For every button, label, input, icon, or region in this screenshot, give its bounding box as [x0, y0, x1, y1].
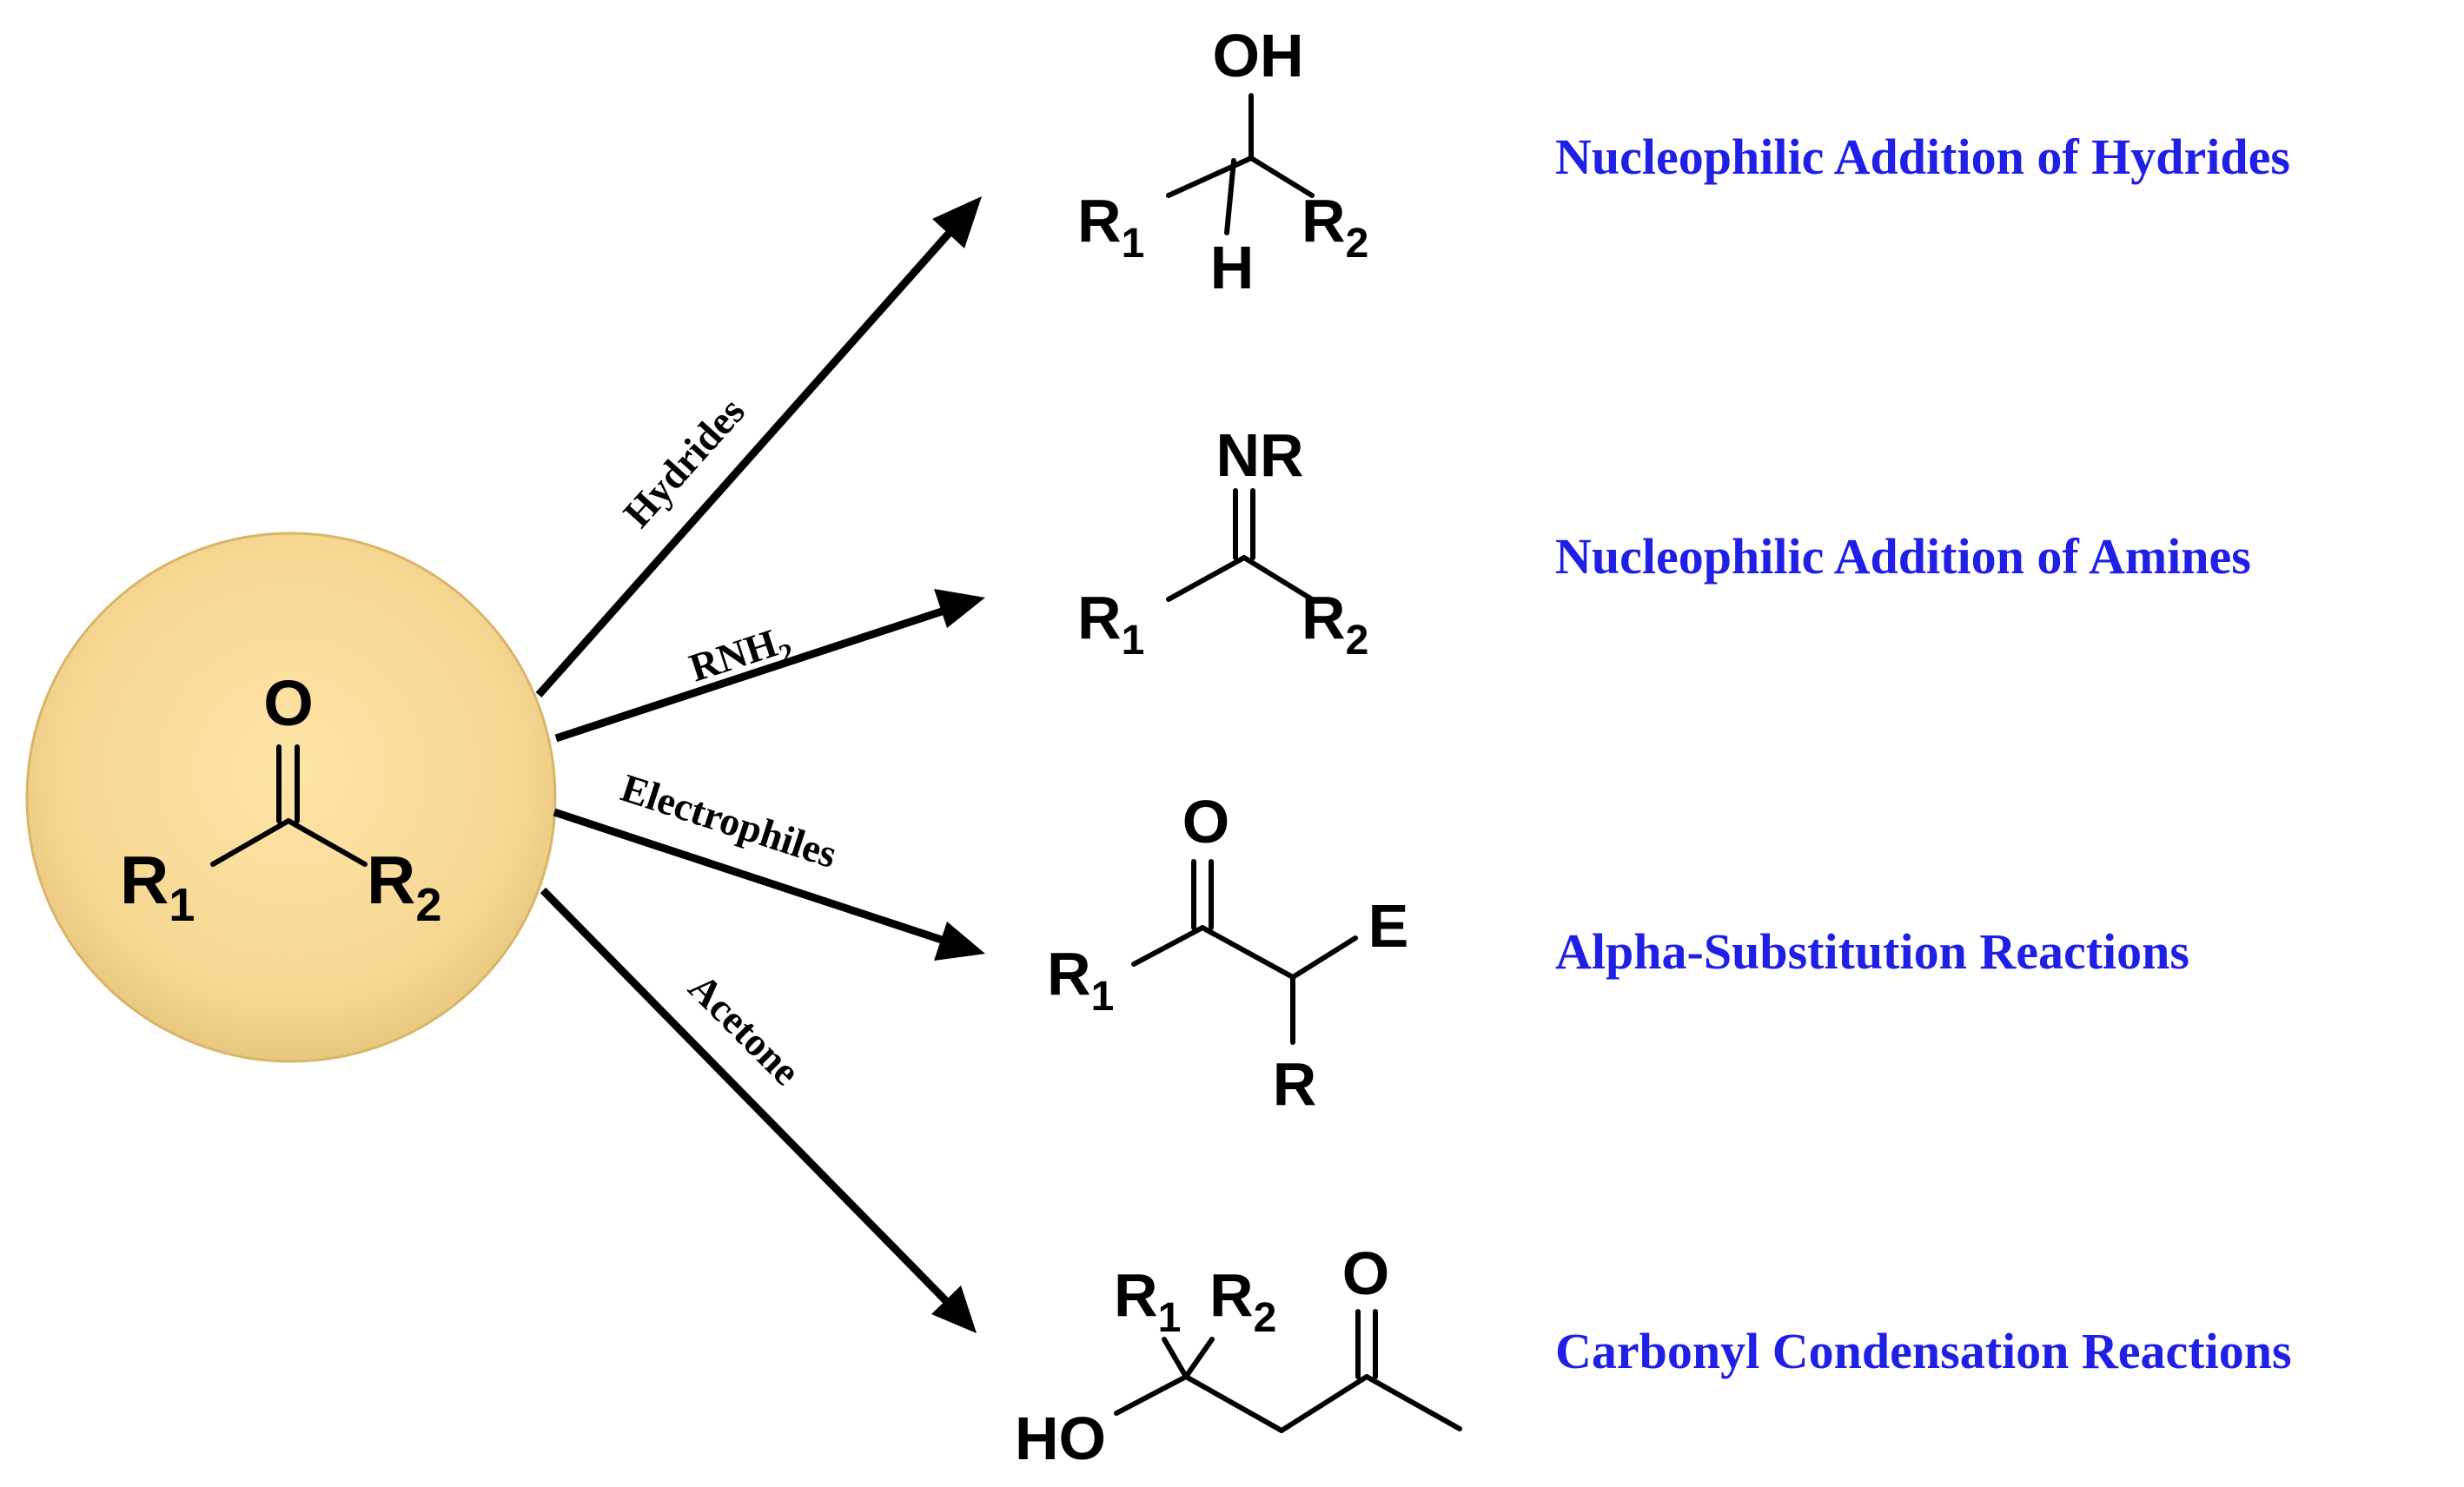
product-alpha-substituted: O E R R1	[1047, 788, 1408, 1118]
aldol-co-bond	[1114, 1374, 1189, 1416]
imine-r1-bond	[1166, 555, 1247, 602]
reagent-hydrides: Hydrides	[615, 389, 753, 536]
aldol-oxygen: O	[1342, 1239, 1389, 1307]
title-amines: Nucleophilic Addition of Amines	[1555, 528, 2251, 585]
title-alpha: Alpha-Substitution Reactions	[1555, 923, 2189, 980]
start-r1: R1	[120, 842, 195, 931]
starting-carbonyl: O R1 R2	[25, 532, 557, 1063]
aldol-methyl	[1364, 1374, 1462, 1431]
alpha-r1: R1	[1047, 940, 1114, 1020]
start-oxygen: O	[263, 667, 314, 739]
aldol-ho: HO	[1015, 1404, 1106, 1472]
carbonyl-circle	[25, 532, 557, 1063]
alcohol-r1-bond	[1166, 155, 1254, 198]
alcohol-r1: R1	[1077, 187, 1144, 267]
alpha-r1-bond	[1131, 925, 1205, 967]
imine-r2: R2	[1302, 584, 1368, 664]
aldol-r2-bond	[1183, 1337, 1215, 1379]
arrow-acetone	[540, 887, 977, 1333]
arrow-electrophiles	[553, 808, 985, 961]
alcohol-r2-bond	[1249, 155, 1315, 198]
r2-bond	[286, 818, 368, 867]
arrow-hydrides	[535, 196, 982, 697]
aldol-r1: R1	[1114, 1261, 1181, 1341]
reagent-acetone: Acetone	[680, 965, 809, 1094]
product-alcohol: OH H R1 R2	[1077, 22, 1368, 301]
title-hydrides: Nucleophilic Addition of Hydrides	[1555, 129, 2290, 185]
arrow-rnh2	[554, 589, 985, 743]
r1-bond	[210, 818, 291, 867]
aldol-chain-2	[1279, 1374, 1369, 1433]
alcohol-ch-bond	[1224, 158, 1236, 235]
product-aldol: R1 R2 O HO	[1015, 1239, 1462, 1472]
title-condensation: Carbonyl Condensation Reactions	[1555, 1323, 2292, 1379]
aldol-r1-bond	[1162, 1337, 1189, 1379]
imine-nr: NR	[1215, 421, 1303, 489]
alpha-ce-bond	[1290, 935, 1358, 980]
alcohol-oh: OH	[1213, 22, 1304, 89]
alpha-oxygen: O	[1182, 788, 1229, 856]
alcohol-h: H	[1210, 234, 1255, 301]
product-imine: NR R1 R2	[1077, 421, 1368, 664]
start-r2: R2	[367, 842, 441, 931]
alpha-cc-bond	[1200, 925, 1295, 980]
reagent-electrophiles: Electrophiles	[616, 765, 842, 876]
imine-r2-bond	[1242, 555, 1315, 602]
aldol-r2: R2	[1209, 1261, 1276, 1341]
reagent-rnh2: RNH2	[684, 616, 798, 697]
imine-r1: R1	[1077, 584, 1144, 664]
alpha-e: E	[1368, 892, 1409, 960]
alpha-r: R	[1273, 1050, 1317, 1118]
aldol-chain-1	[1183, 1374, 1284, 1433]
alcohol-r2: R2	[1302, 187, 1368, 267]
